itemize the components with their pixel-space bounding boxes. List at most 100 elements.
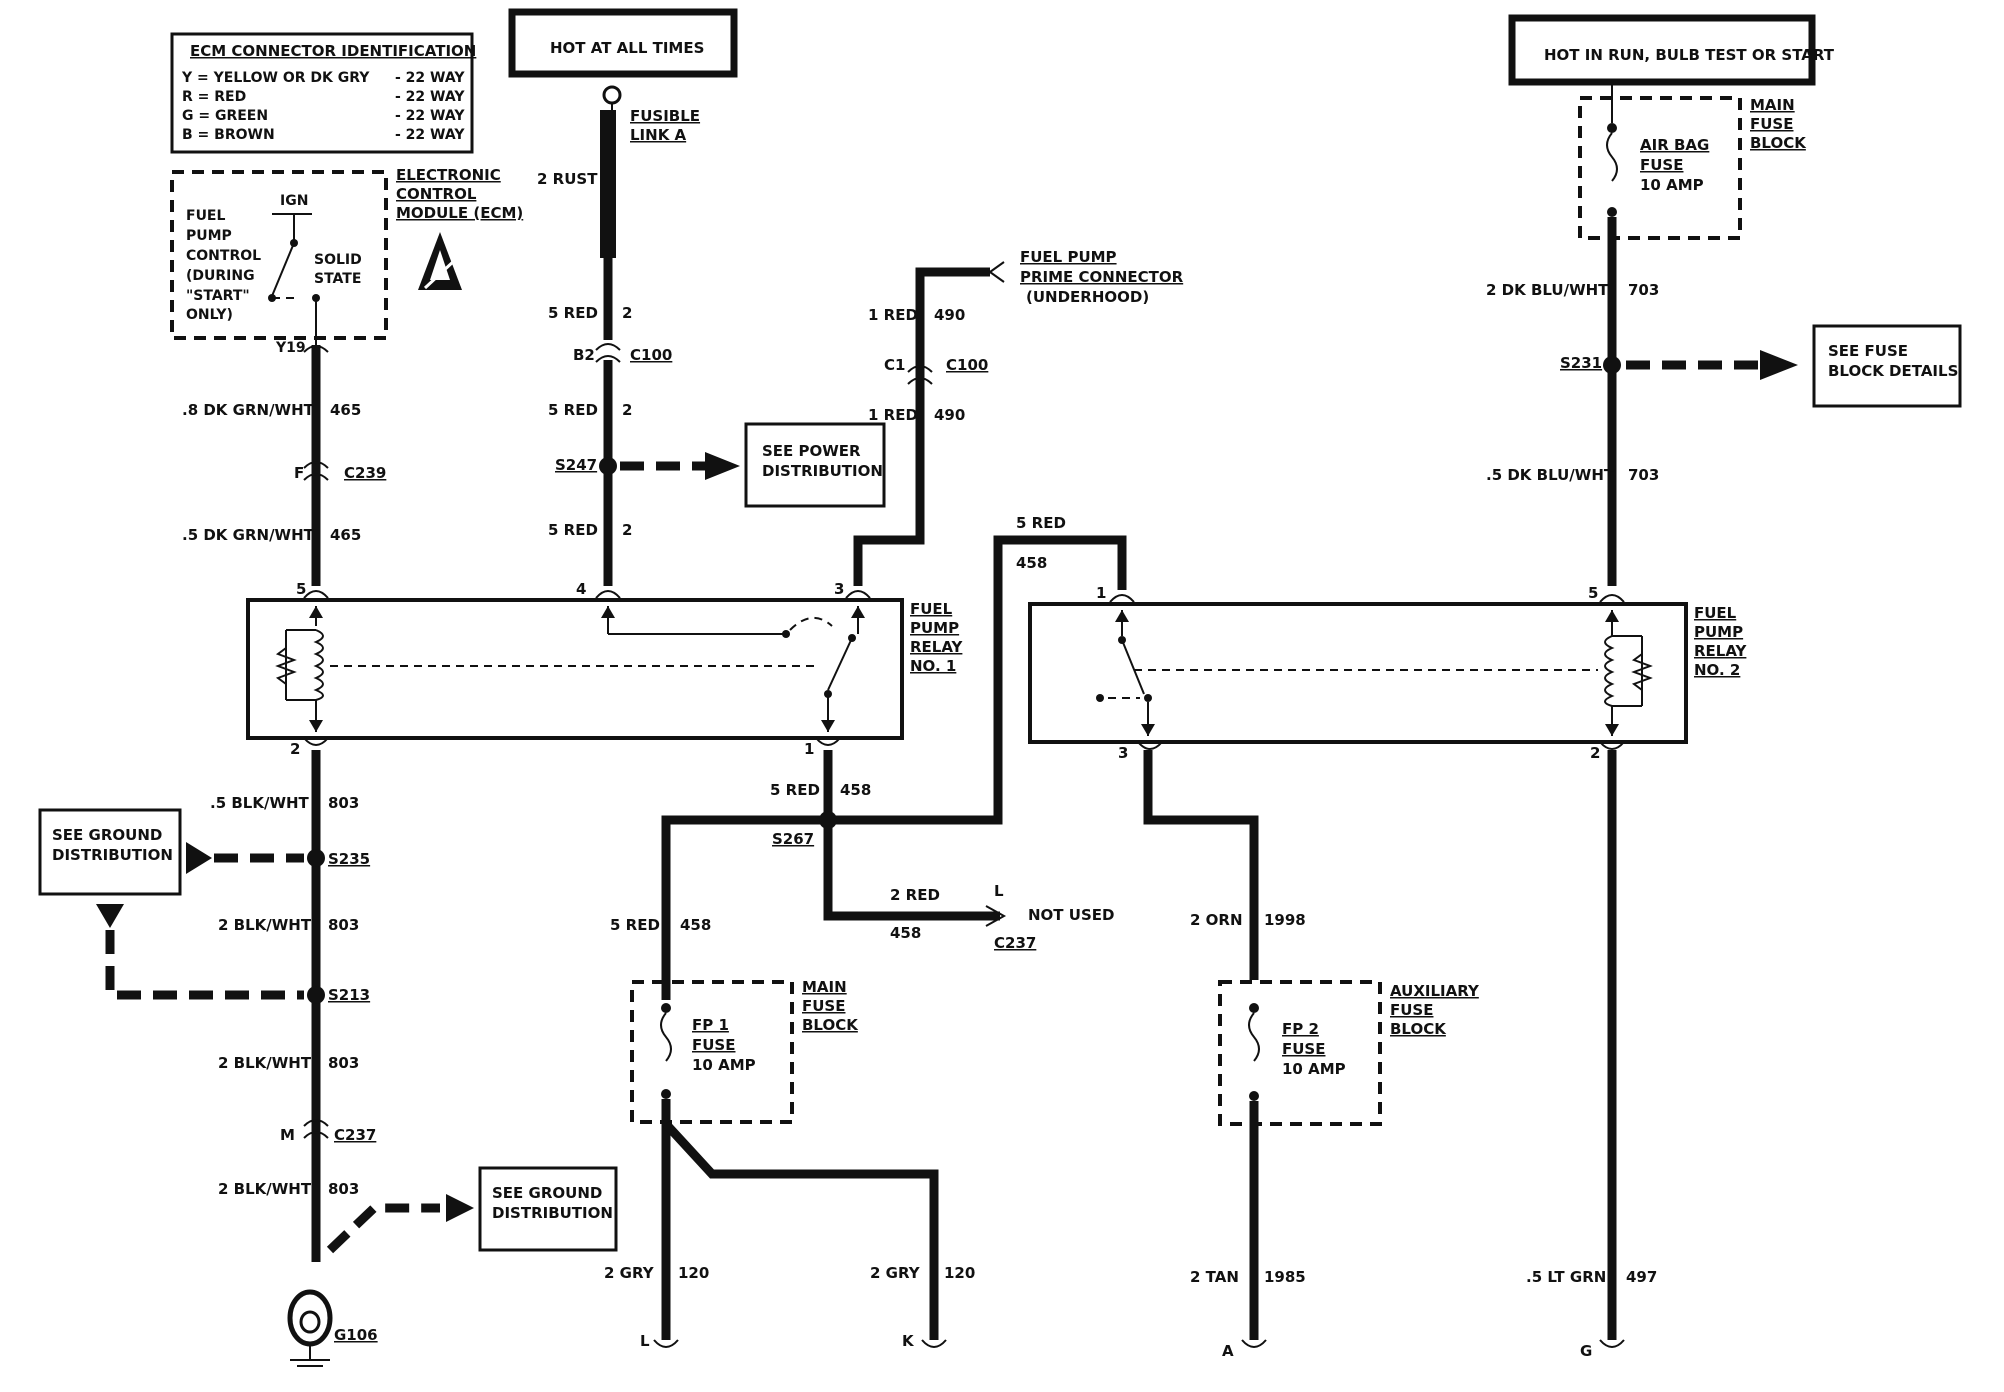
- relay1-switch-arm: [827, 637, 853, 691]
- fp1-block-line-1: MAIN: [802, 978, 847, 996]
- wire-number-497: 497: [1626, 1268, 1657, 1286]
- fp2-block-line-2: FUSE: [1390, 1001, 1433, 1019]
- wire-label-2-red-458: 2 RED: [890, 886, 940, 904]
- fp2-block-line-1: AUXILIARY: [1390, 982, 1480, 1000]
- connector-c100-a-label: C100: [630, 346, 672, 364]
- connector-c100-a-upper: [595, 343, 621, 351]
- fp2-fuse-icon: [1248, 1012, 1260, 1062]
- connector-c237-b-label: C237: [994, 934, 1036, 952]
- output-label-g: G: [1580, 1342, 1592, 1360]
- wire-number-803-c: 803: [328, 1054, 359, 1072]
- not-used-arrow: [985, 905, 1007, 927]
- see-ground-a-line-2: DISTRIBUTION: [52, 846, 173, 864]
- wire-label-5-red-b: 5 RED: [548, 401, 598, 419]
- air-bag-fuse-block: AIR BAG FUSE 10 AMP MAIN FUSE BLOCK: [1578, 96, 1807, 240]
- output-connector-l: [653, 1339, 679, 1348]
- output-connector-a: [1241, 1339, 1267, 1348]
- wire-label-2-orn: 2 ORN: [1190, 911, 1243, 929]
- relay2-coil: [1604, 635, 1615, 707]
- fp2-fuse-line-3: 10 AMP: [1282, 1060, 1346, 1078]
- see-power-line-1: SEE POWER: [762, 442, 861, 460]
- connector-c100-a-lower: [595, 355, 621, 363]
- splice-s235-dot: [307, 849, 325, 867]
- relay2-pin-5: 5: [1588, 584, 1598, 602]
- wire-label-5-red-458-top: 5 RED: [1016, 514, 1066, 532]
- wire-number-465-b: 465: [330, 526, 361, 544]
- relay1-label-2: PUMP: [910, 619, 959, 637]
- wire-number-120-l: 120: [678, 1264, 709, 1282]
- fuel-pump-relay-2: 1 5 3 2 FUEL PUMP RELAY NO. 2: [1028, 584, 1748, 762]
- see-ground-distribution-box-b: [478, 1166, 618, 1252]
- wire-label-5-red-458-s267: 5 RED: [770, 781, 820, 799]
- connector-c100-b-pin: C1: [884, 356, 905, 374]
- wire-number-803-a: 803: [328, 794, 359, 812]
- output-label-a: A: [1222, 1342, 1234, 1360]
- wire-number-2-a: 2: [622, 304, 632, 322]
- splice-s267: S267: [772, 830, 814, 848]
- relay1-label-4: NO. 1: [910, 657, 956, 675]
- relay1-coil: [313, 629, 324, 701]
- fp1-fuse-block: FP 1 FUSE 10 AMP MAIN FUSE BLOCK: [630, 978, 859, 1124]
- wire-label-2-tan: 2 TAN: [1190, 1268, 1239, 1286]
- ecm-connector-id-table: ECM CONNECTOR IDENTIFICATION Y = YELLOW …: [170, 32, 476, 154]
- ecm-fpc-line-2: PUMP: [186, 228, 232, 244]
- connector-c100-b-lower: [907, 377, 933, 385]
- ecm-id-row-3-key: G = GREEN: [182, 108, 268, 124]
- ecm-id-row-1-val: - 22 WAY: [395, 70, 465, 86]
- ecm-name-line-2: CONTROL: [396, 185, 477, 203]
- connector-c237-a-lower: [303, 1131, 329, 1139]
- wire-number-458-nu: 458: [890, 924, 921, 942]
- main-fuse-block-top-line-3: BLOCK: [1750, 134, 1807, 152]
- relay2-label-1: FUEL: [1694, 604, 1737, 622]
- power-distribution-arrow: [705, 452, 740, 480]
- fp1-fuse-icon: [660, 1012, 672, 1062]
- ground-g106-icon: [287, 1289, 333, 1367]
- connector-c239-label: C239: [344, 464, 386, 482]
- wire-number-490-b: 490: [934, 406, 965, 424]
- fp2-fuse-line-1: FP 2: [1282, 1020, 1319, 1038]
- ecm-pin-y19: Y19: [275, 340, 306, 356]
- air-bag-fuse-icon: [1606, 132, 1618, 182]
- wire-number-458-fp1: 458: [680, 916, 711, 934]
- wire-label-2-blk-wht-c: 2 BLK/WHT: [218, 1054, 312, 1072]
- prime-connector-line-1: FUEL PUMP: [1020, 248, 1117, 266]
- fp2-fuse-line-2: FUSE: [1282, 1040, 1325, 1058]
- air-bag-fuse-line-3: 10 AMP: [1640, 176, 1704, 194]
- wire-number-803-d: 803: [328, 1180, 359, 1198]
- ground-g106-label: G106: [334, 1326, 378, 1344]
- splice-s247: S247: [555, 456, 597, 474]
- prime-connector-line-3: (UNDERHOOD): [1026, 288, 1149, 306]
- wire-number-2-c: 2: [622, 521, 632, 539]
- connector-c239-lower: [303, 473, 329, 481]
- ground-b-arrow: [96, 904, 124, 928]
- ecm-id-title: ECM CONNECTOR IDENTIFICATION: [190, 42, 476, 60]
- fuse-block-details-arrow: [1760, 350, 1798, 380]
- wire-number-2-b: 2: [622, 401, 632, 419]
- splice-s213: S213: [328, 986, 370, 1004]
- wire-label-5-dk-blu-wht: .5 DK BLU/WHT: [1486, 466, 1615, 484]
- see-power-line-2: DISTRIBUTION: [762, 462, 883, 480]
- output-label-k: K: [902, 1332, 915, 1350]
- splice-s247-dot: [599, 457, 617, 475]
- wire-label-5-red-a: 5 RED: [548, 304, 598, 322]
- relay1-pin-3: 3: [834, 580, 844, 598]
- ecm-id-row-2-val: - 22 WAY: [395, 89, 465, 105]
- wire-458: [661, 535, 1127, 1000]
- hot-in-run-box: HOT IN RUN, BULB TEST OR START: [1508, 14, 1835, 86]
- ecm-id-row-1-key: Y = YELLOW OR DK GRY: [181, 70, 370, 86]
- ecm-name-line-3: MODULE (ECM): [396, 204, 523, 222]
- wire-label-8-dk-grn-wht: .8 DK GRN/WHT: [182, 401, 315, 419]
- relay2-label-2: PUMP: [1694, 623, 1743, 641]
- ecm-fpc-line-6: ONLY): [186, 307, 233, 323]
- main-fuse-block-top-line-1: MAIN: [1750, 96, 1795, 114]
- ecm-ign-label: IGN: [280, 193, 308, 209]
- splice-s231: S231: [1560, 354, 1602, 372]
- relay1-label-3: RELAY: [910, 638, 964, 656]
- air-bag-fuse-line-1: AIR BAG: [1640, 136, 1709, 154]
- wire-label-5-red-458-fp1: 5 RED: [610, 916, 660, 934]
- wire-number-703-a: 703: [1628, 281, 1659, 299]
- fp2-fuse-block: FP 2 FUSE 10 AMP AUXILIARY FUSE BLOCK: [1218, 980, 1480, 1126]
- wire-number-803-b: 803: [328, 916, 359, 934]
- fp1-fuse-line-3: 10 AMP: [692, 1056, 756, 1074]
- wire-label-5-red-c: 5 RED: [548, 521, 598, 539]
